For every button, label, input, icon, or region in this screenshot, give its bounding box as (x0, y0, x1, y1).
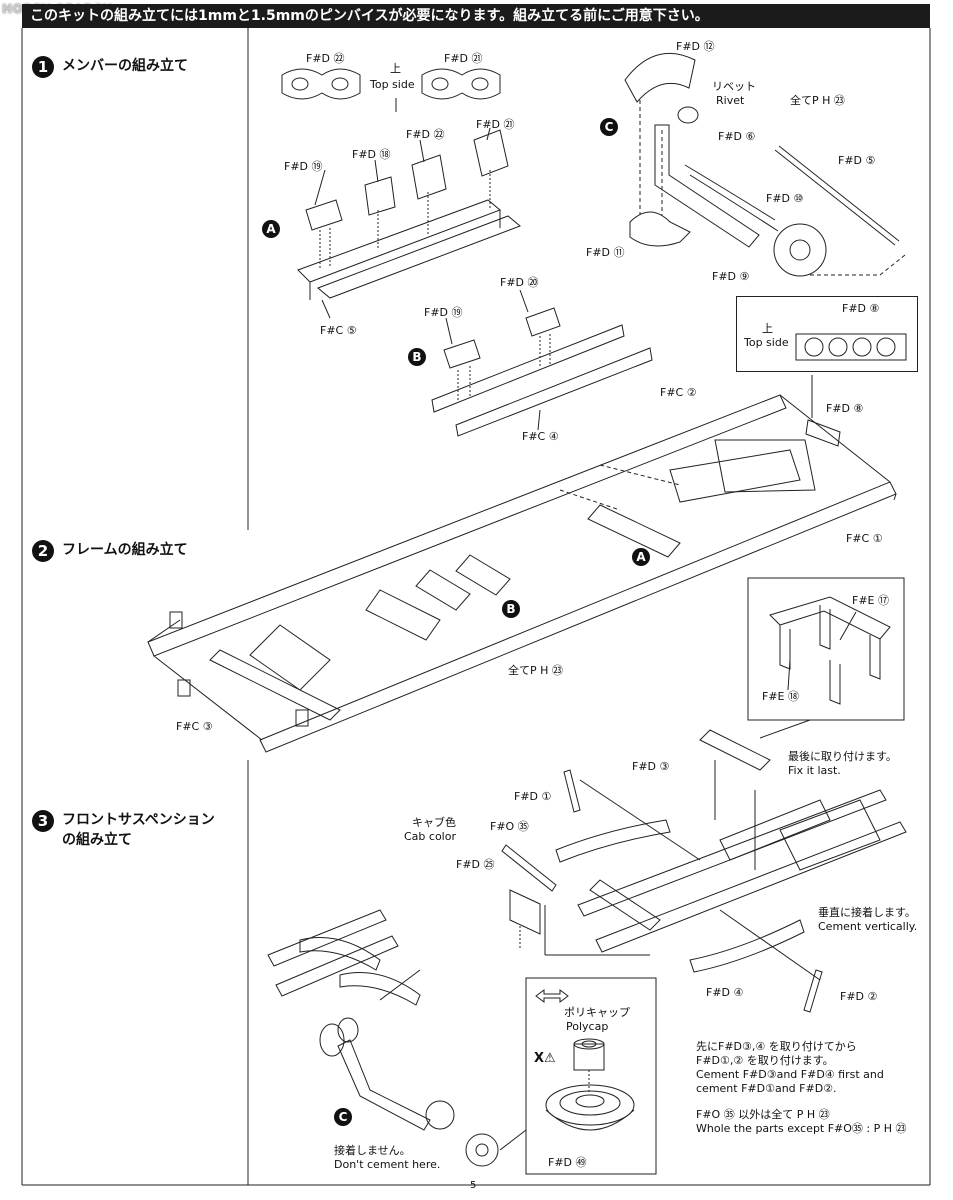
label-fe18: F#E ⑱ (762, 690, 799, 703)
callout-c-bottom: C (334, 1108, 352, 1126)
no-cement-mark: X⚠ (534, 1051, 556, 1066)
rivet-en: Rivet (716, 94, 745, 107)
order-note-line3: Cement F#D③and F#D④ first and (696, 1068, 884, 1081)
all-ph23-frame: 全てP H ㉓ (508, 664, 563, 677)
order-note-line4: cement F#D①and F#D②. (696, 1082, 837, 1095)
fix-last-jp: 最後に取り付けます。 (788, 750, 897, 763)
label-fd10: F#D ⑩ (766, 192, 804, 205)
label-fd2: F#D ② (840, 990, 878, 1003)
callout-b-frame: B (502, 600, 520, 618)
label-fd21: F#D ㉑ (444, 52, 483, 65)
label-fd8: F#D ⑧ (842, 302, 880, 315)
rivet-jp: リベット (712, 80, 756, 93)
polycap-jp: ポリキャップ (564, 1006, 630, 1019)
label-fd18: F#D ⑱ (352, 148, 391, 161)
step-3-number: 3 (32, 810, 54, 832)
label-fc5: F#C ⑤ (320, 324, 357, 337)
dont-cement-en: Don't cement here. (334, 1158, 441, 1171)
callout-b: B (408, 348, 426, 366)
top-side-en: Top side (370, 78, 415, 91)
cab-color-en: Cab color (404, 830, 456, 843)
fd8-detail-box (736, 296, 918, 372)
label-fo35: F#O ㉟ (490, 820, 529, 833)
label-fd4: F#D ④ (706, 986, 744, 999)
cement-vertical-en: Cement vertically. (818, 920, 918, 933)
label-fd5: F#D ⑤ (838, 154, 876, 167)
label-fd19: F#D ⑲ (284, 160, 323, 173)
callout-a: A (262, 220, 280, 238)
label-fd20: F#D ⑳ (500, 276, 539, 289)
callout-c-top: C (600, 118, 618, 136)
label-fd22-b: F#D ㉒ (406, 128, 445, 141)
label-fd25: F#D ㉕ (456, 858, 495, 871)
label-fd12: F#D ⑫ (676, 40, 715, 53)
order-note-line1: 先にF#D③,④ を取り付けてから (696, 1040, 857, 1053)
top-side-en-2: Top side (744, 336, 789, 349)
polycap-en: Polycap (566, 1020, 609, 1033)
step-1-title: メンバーの組み立て (62, 58, 188, 74)
label-fe17: F#E ⑰ (852, 594, 889, 607)
label-fd49: F#D ㊾ (548, 1156, 587, 1169)
dont-cement-jp: 接着しません。 (334, 1144, 411, 1157)
step-3-title-line2: の組み立て (62, 832, 132, 848)
label-fd11: F#D ⑪ (586, 246, 625, 259)
step-3-title-line1: フロントサスペンション (62, 812, 215, 828)
order-note-line2: F#D①,② を取り付けます。 (696, 1054, 834, 1067)
top-side-jp-2: 上 (762, 322, 773, 335)
callout-a-frame: A (632, 548, 650, 566)
label-fc3: F#C ③ (176, 720, 213, 733)
label-fd8-b: F#D ⑧ (826, 402, 864, 415)
label-fd22: F#D ㉒ (306, 52, 345, 65)
label-fd1: F#D ① (514, 790, 552, 803)
label-fd9: F#D ⑨ (712, 270, 750, 283)
step-1-number: 1 (32, 56, 54, 78)
all-ph23-top: 全てP H ㉓ (790, 94, 845, 107)
cab-color-jp: キャブ色 (412, 816, 456, 829)
fix-last-en: Fix it last. (788, 764, 841, 777)
except-note-line1: F#O ㉟ 以外は全て P H ㉓ (696, 1108, 830, 1121)
label-fd19-b: F#D ⑲ (424, 306, 463, 319)
step-2-number: 2 (32, 540, 54, 562)
cement-vertical-jp: 垂直に接着します。 (818, 906, 916, 919)
label-fc4: F#C ④ (522, 430, 559, 443)
header-notice: このキットの組み立てには1mmと1.5mmのピンバイスが必要になります。組み立て… (22, 4, 930, 28)
label-fd3: F#D ③ (632, 760, 670, 773)
except-note-line2: Whole the parts except F#O㉟ : P H ㉓ (696, 1122, 907, 1135)
label-fd21-b: F#D ㉑ (476, 118, 515, 131)
label-fc2: F#C ② (660, 386, 697, 399)
label-fd6: F#D ⑥ (718, 130, 756, 143)
label-fc1: F#C ① (846, 532, 883, 545)
page-number: 5 (470, 1180, 477, 1191)
step-2-title: フレームの組み立て (62, 542, 188, 558)
top-side-jp: 上 (390, 62, 401, 75)
